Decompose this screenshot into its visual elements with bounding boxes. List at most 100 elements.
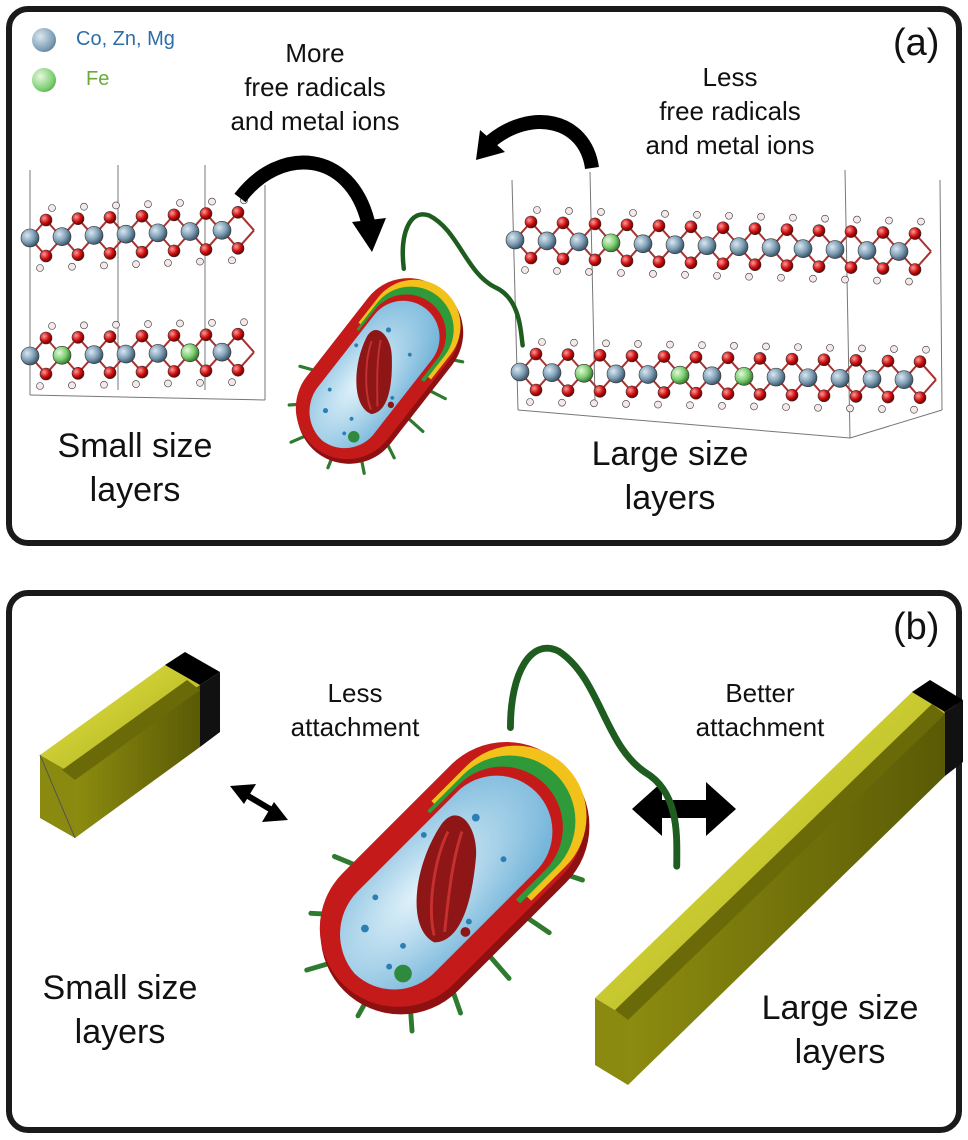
hydrogen-atom: [228, 256, 236, 265]
oxygen-atom: [908, 227, 922, 240]
legend-metal-label: Co, Zn, Mg: [76, 28, 175, 50]
oxygen-atom: [689, 386, 703, 400]
metal-atom: [212, 221, 232, 240]
iron-atom: [180, 343, 200, 363]
oxygen-atom: [652, 255, 666, 269]
hydrogen-atom: [176, 199, 184, 207]
metal-atom: [542, 363, 562, 382]
oxygen-atom: [103, 211, 117, 224]
oxygen-atom: [71, 248, 85, 262]
hydrogen-atom: [617, 269, 625, 277]
oxygen-atom: [849, 390, 863, 403]
oxygen-atom: [71, 212, 85, 226]
large-layer-structure-top: [505, 206, 932, 286]
metal-atom: [862, 369, 882, 389]
oxygen-atom: [780, 223, 794, 236]
hydrogen-atom: [654, 400, 662, 409]
oxygen-atom: [71, 331, 85, 344]
metal-atom: [761, 238, 781, 257]
panel-a-tag: (a): [893, 22, 940, 64]
oxygen-atom: [588, 253, 602, 267]
legend-metal-icon: [32, 28, 56, 52]
hydrogen-atom: [686, 401, 694, 410]
better-attachment-line-1: Better: [725, 678, 795, 708]
metal-atom: [766, 367, 786, 387]
hydrogen-atom: [890, 345, 898, 353]
hydrogen-atom: [112, 320, 120, 329]
oxygen-atom: [684, 256, 698, 270]
oxygen-atom: [812, 260, 826, 273]
oxygen-atom: [561, 384, 575, 397]
oxygen-atom: [753, 352, 767, 365]
hydrogen-atom: [80, 321, 88, 330]
oxygen-atom: [716, 257, 730, 271]
oxygen-atom: [748, 258, 762, 272]
oxygen-atom: [135, 365, 149, 379]
hydrogen-atom: [730, 342, 738, 350]
hydrogen-atom: [814, 403, 822, 412]
better-attachment-line-2: attachment: [695, 712, 825, 742]
more-line-3: and metal ions: [230, 106, 400, 136]
hydrogen-atom: [526, 398, 534, 406]
hydrogen-atom: [100, 261, 108, 270]
hydrogen-atom: [905, 277, 913, 286]
oxygen-atom: [71, 367, 85, 380]
oxygen-atom: [844, 261, 858, 274]
oxygen-atom: [876, 226, 890, 239]
hydrogen-atom: [196, 378, 204, 387]
hydrogen-atom: [809, 274, 817, 283]
hydrogen-atom: [80, 202, 88, 211]
hydrogen-atom: [144, 200, 152, 208]
more-free-radicals-label: More free radicals and metal ions: [190, 36, 440, 138]
metal-atom: [830, 369, 850, 388]
metal-atom: [825, 240, 845, 259]
less-attachment-line-2: attachment: [290, 712, 420, 742]
hydrogen-atom: [196, 257, 204, 266]
hydrogen-atom: [858, 344, 866, 353]
hydrogen-atom: [585, 268, 593, 276]
hydrogen-atom: [208, 318, 216, 327]
metal-atom: [697, 236, 717, 256]
oxygen-atom: [135, 245, 149, 259]
arrow-to-bacterium: [234, 155, 386, 252]
oxygen-atom: [556, 216, 570, 230]
better-attachment-label: Better attachment: [660, 676, 860, 744]
oxygen-atom: [167, 365, 181, 378]
hydrogen-atom: [602, 339, 610, 348]
oxygen-atom: [881, 354, 895, 368]
oxygen-atom: [620, 218, 634, 232]
metal-atom: [505, 230, 525, 250]
metal-atom: [84, 345, 104, 365]
oxygen-atom: [199, 364, 213, 378]
hydrogen-atom: [841, 275, 849, 284]
iron-atom: [601, 233, 621, 253]
oxygen-atom: [721, 387, 735, 401]
hydrogen-atom: [910, 405, 918, 414]
oxygen-atom: [620, 254, 634, 268]
iron-atom: [52, 346, 72, 365]
hydrogen-atom: [922, 345, 930, 354]
small-a-line-1: Small size: [57, 427, 213, 465]
panel-a-large-size-label: Large size layers: [555, 432, 785, 520]
less-attachment-line-1: Less: [327, 678, 383, 708]
hydrogen-atom: [208, 197, 216, 206]
oxygen-atom: [231, 206, 245, 219]
hydrogen-atom: [873, 276, 881, 285]
hydrogen-atom: [176, 319, 184, 328]
small-layer-slab: [39, 652, 220, 839]
metal-atom: [857, 241, 877, 260]
oxygen-atom: [684, 220, 698, 234]
oxygen-atom: [231, 363, 245, 377]
metal-atom: [638, 365, 658, 384]
metal-atom: [116, 224, 136, 244]
double-arrow-small: [230, 784, 288, 822]
oxygen-atom: [849, 354, 863, 367]
iron-atom: [670, 365, 690, 385]
oxygen-atom: [231, 327, 245, 341]
large-b-line-2: layers: [794, 1033, 886, 1071]
metal-atom: [702, 366, 722, 386]
oxygen-atom: [167, 208, 181, 222]
iron-atom: [574, 363, 594, 383]
oxygen-atom: [524, 215, 538, 229]
oxygen-atom: [135, 329, 149, 343]
